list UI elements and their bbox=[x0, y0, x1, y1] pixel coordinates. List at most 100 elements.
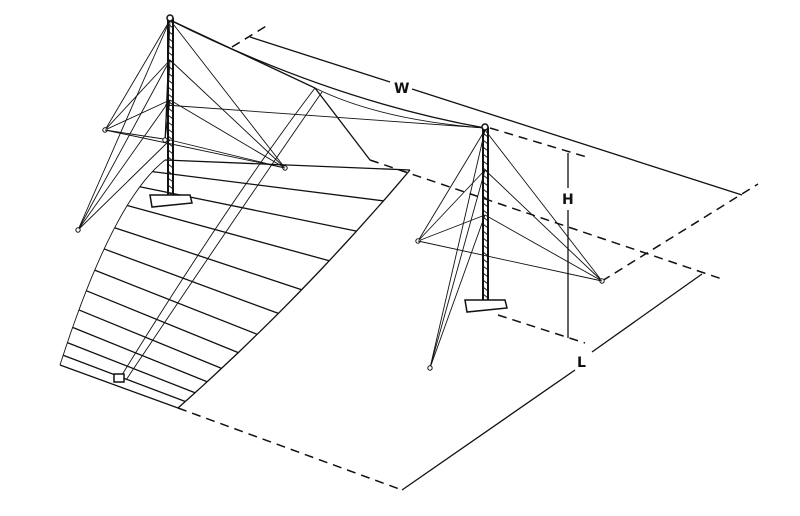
guy-wire bbox=[169, 59, 286, 169]
guy-wire bbox=[484, 169, 603, 282]
curtain-rung bbox=[127, 204, 330, 262]
tower-lattice bbox=[482, 258, 489, 264]
tower-lattice bbox=[482, 146, 489, 152]
curtain-rung bbox=[152, 170, 384, 202]
tower-lattice bbox=[167, 72, 174, 78]
curtain-rung bbox=[103, 248, 279, 315]
catenary-wire bbox=[169, 19, 371, 161]
curtain-array bbox=[59, 87, 411, 409]
tower-lattice bbox=[167, 79, 174, 85]
tower-lattice bbox=[167, 86, 174, 92]
tower-base bbox=[149, 194, 193, 208]
tower-lattice bbox=[482, 251, 489, 257]
guy-anchor bbox=[162, 137, 168, 143]
left-tower bbox=[149, 14, 193, 208]
tower-lattice bbox=[167, 51, 174, 57]
guy-wire bbox=[169, 139, 286, 169]
tower-lattice bbox=[167, 170, 174, 176]
feed-line bbox=[119, 87, 316, 379]
tower-lattice bbox=[482, 139, 489, 145]
tower-lattice bbox=[482, 293, 489, 299]
h-extension-bottom bbox=[497, 314, 586, 344]
tower-lattice bbox=[482, 174, 489, 180]
l-dimension-line bbox=[591, 273, 703, 353]
tower-lattice bbox=[482, 237, 489, 243]
guy-wire bbox=[429, 214, 486, 369]
tower-lattice bbox=[167, 100, 174, 106]
tower-lattice bbox=[482, 132, 489, 138]
curtain-rung bbox=[139, 186, 357, 232]
guy-wire bbox=[429, 129, 486, 369]
tower-lattice bbox=[167, 121, 174, 127]
tower-lattice bbox=[167, 114, 174, 120]
l-extension-front bbox=[177, 407, 403, 491]
guy-wire bbox=[104, 129, 171, 141]
dimension-lines: W H L bbox=[177, 24, 759, 491]
curtain-rung bbox=[78, 309, 222, 370]
guy-wire bbox=[104, 129, 286, 169]
tower-lattice bbox=[482, 230, 489, 236]
tower-lattice bbox=[167, 163, 174, 169]
guy-wire bbox=[169, 99, 286, 169]
tower-lattice bbox=[167, 30, 174, 36]
tower-lattice bbox=[482, 244, 489, 250]
right-tower bbox=[464, 123, 508, 313]
towers bbox=[149, 14, 508, 313]
tower-lattice bbox=[167, 58, 174, 64]
tower-lattice bbox=[167, 135, 174, 141]
w-extension-left bbox=[231, 24, 269, 48]
l-label: L bbox=[577, 355, 586, 371]
guy-wire bbox=[417, 240, 603, 282]
tower-lattice bbox=[482, 167, 489, 173]
tower-lattice bbox=[167, 44, 174, 50]
curtain-rung bbox=[164, 159, 411, 171]
guy-wire bbox=[104, 99, 171, 131]
curtain-rung bbox=[72, 326, 208, 383]
curtain-left-edge bbox=[59, 159, 166, 366]
w-extension-right bbox=[601, 183, 759, 282]
catenary-wire bbox=[169, 19, 486, 129]
tower-lattice bbox=[482, 195, 489, 201]
tower-lattice bbox=[482, 223, 489, 229]
guy-wire bbox=[417, 129, 486, 242]
w-label: W bbox=[394, 81, 409, 97]
guy-wire bbox=[169, 19, 286, 169]
tower-lattice bbox=[167, 184, 174, 190]
feed-point bbox=[113, 373, 125, 383]
tower-top-cap bbox=[166, 14, 174, 22]
tower-lattice bbox=[167, 177, 174, 183]
guy-wire bbox=[484, 129, 603, 282]
curtain-rung bbox=[67, 342, 196, 394]
guy-wire bbox=[417, 214, 486, 242]
curtain-top-extension bbox=[369, 159, 726, 281]
guy-wire bbox=[104, 19, 171, 131]
guy-anchor bbox=[75, 227, 81, 233]
tower-lattice bbox=[167, 93, 174, 99]
support-wire bbox=[164, 104, 486, 129]
guy-wire bbox=[484, 214, 603, 282]
tower-lattice bbox=[482, 272, 489, 278]
tower-lattice bbox=[482, 160, 489, 166]
tower-lattice bbox=[167, 156, 174, 162]
tower-lattice bbox=[167, 65, 174, 71]
h-extension-top bbox=[489, 127, 591, 159]
tower-lattice bbox=[482, 279, 489, 285]
tower-lattice bbox=[167, 107, 174, 113]
tower-lattice bbox=[482, 202, 489, 208]
w-dimension-line bbox=[249, 36, 391, 83]
w-dimension-line bbox=[411, 88, 743, 196]
tower-lattice bbox=[167, 37, 174, 43]
tower-lattice bbox=[482, 265, 489, 271]
guy-wire bbox=[77, 19, 171, 231]
tower-lattice bbox=[482, 209, 489, 215]
tower-base bbox=[464, 299, 508, 313]
catenary-wire bbox=[314, 87, 486, 129]
guy-wire bbox=[77, 99, 171, 231]
guy-wire bbox=[77, 139, 171, 231]
tower-top-cap bbox=[481, 123, 489, 131]
l-dimension-line bbox=[401, 369, 576, 491]
tower-lattice bbox=[482, 188, 489, 194]
tower-lattice bbox=[167, 142, 174, 148]
